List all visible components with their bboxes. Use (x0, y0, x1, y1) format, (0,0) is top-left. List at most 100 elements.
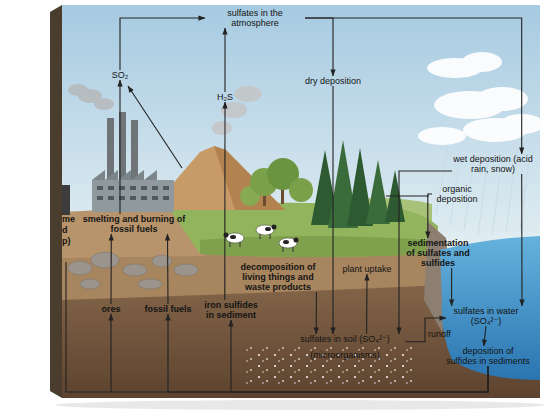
cycle-stage: ores (96, 304, 126, 314)
cycle-stage: dry deposition (298, 76, 368, 86)
stage-label: H₂S (212, 92, 238, 102)
scene-part (283, 247, 284, 252)
flow-arrow (167, 234, 169, 304)
scene-part (212, 121, 232, 135)
factory (92, 112, 174, 212)
scene-part (92, 180, 174, 212)
stage-label: plant uptake (340, 264, 394, 274)
return-line (66, 262, 111, 392)
conifer-trees (311, 140, 405, 228)
scene-part (97, 196, 103, 200)
scene-part (123, 264, 147, 276)
scene-part (119, 112, 126, 180)
scene-part (294, 238, 299, 243)
deciduous-trees (240, 158, 313, 206)
scene-part (119, 196, 125, 200)
stage-label: organic deposition (432, 184, 482, 204)
cycle-stage: sedimentation of sulfates and sulfides (404, 238, 472, 268)
flow-arrow (224, 28, 225, 92)
scene-part (152, 255, 172, 267)
stage-label: sulfates in the atmosphere (205, 8, 305, 28)
flow-arrow (366, 274, 367, 334)
scene-part (293, 247, 294, 252)
scene-part (256, 225, 274, 235)
scene-part (289, 178, 313, 202)
scene-part (260, 234, 261, 239)
scene-part (174, 264, 198, 276)
stage-label: (microorganisms) (285, 350, 405, 360)
print-shadow (55, 400, 545, 410)
scene-part (500, 114, 540, 134)
cows (224, 225, 299, 253)
flow-arrow (110, 234, 111, 304)
topsoil (62, 250, 440, 300)
scene-part (138, 279, 162, 289)
cycle-stage: fossil fuels (140, 304, 196, 314)
scene-part (68, 84, 88, 96)
scene-part (152, 196, 158, 200)
flow-arrow (316, 292, 317, 334)
cycle-stage: plant uptake (340, 264, 394, 274)
scene-part (230, 235, 236, 239)
flow-arrow (428, 194, 432, 238)
cycle-stage: wet deposition (acid rain, snow) (452, 154, 534, 174)
cropped-label: me (62, 214, 75, 224)
scene-part (68, 261, 92, 275)
cycle-stage: H₂S (212, 92, 238, 102)
scene-part (506, 140, 518, 232)
scene-part (418, 127, 466, 145)
stage-label: smelting and burning of fossil fuels (80, 214, 188, 234)
flow-arrow (332, 86, 333, 334)
microorganism-speckles (245, 346, 417, 384)
flow-arrow (521, 174, 522, 306)
flow-arrow (305, 18, 333, 76)
cycle-stage: sulfates in water (SO₄²⁻) (446, 306, 526, 326)
cropped-label: d (62, 225, 68, 235)
stage-label: sulfates in soil (SO₄²⁻) (285, 334, 405, 344)
scene-part (108, 196, 114, 200)
factory-smoke (68, 84, 114, 110)
scene-part (462, 52, 502, 72)
flow-arrow (168, 314, 488, 392)
scene-part (436, 145, 448, 215)
edge-label: runoff (428, 329, 451, 339)
rocks (68, 252, 198, 289)
stage-label: fossil fuels (140, 304, 196, 314)
scene-part (107, 118, 114, 180)
stage-label: ores (96, 304, 126, 314)
scene-part (141, 196, 147, 200)
cropped-label: p) (62, 236, 71, 246)
scene-part (163, 196, 169, 200)
cycle-stage: smelting and burning of fossil fuels (80, 214, 188, 234)
scene-part (520, 138, 532, 230)
cycle-stage: deposition of sulfides in sediments (446, 346, 530, 366)
cycle-stage: sulfates in soil (SO₄²⁻) (microorganisms) (285, 334, 405, 360)
building-edge (62, 185, 70, 215)
flow-arrow (120, 18, 205, 70)
scene-part (130, 186, 136, 190)
scene-part (272, 225, 277, 230)
stage-label: deposition of sulfides in sediments (446, 346, 530, 366)
cycle-stage: decomposition of living things and waste… (230, 262, 326, 292)
scene-part (221, 102, 247, 118)
scene-part (270, 234, 271, 239)
scene-part (97, 186, 169, 200)
scene-part (240, 242, 241, 247)
flow-arrow (484, 326, 486, 346)
cycle-stage: organic deposition (432, 184, 482, 204)
clouds (418, 52, 540, 145)
scene-face (62, 5, 540, 398)
scene-part (476, 87, 528, 111)
volcano-smoke (212, 86, 262, 135)
scene-part (366, 160, 390, 224)
sky (62, 5, 540, 265)
stage-label: decomposition of living things and waste… (230, 262, 326, 292)
canvas-wrap-side (50, 5, 62, 398)
stage-label: iron sulfides in sediment (200, 300, 262, 320)
scene-part (234, 86, 262, 102)
flow-arrow (305, 18, 522, 154)
scene-part (108, 186, 114, 190)
scene-part (163, 186, 169, 190)
scene-part (226, 233, 244, 243)
